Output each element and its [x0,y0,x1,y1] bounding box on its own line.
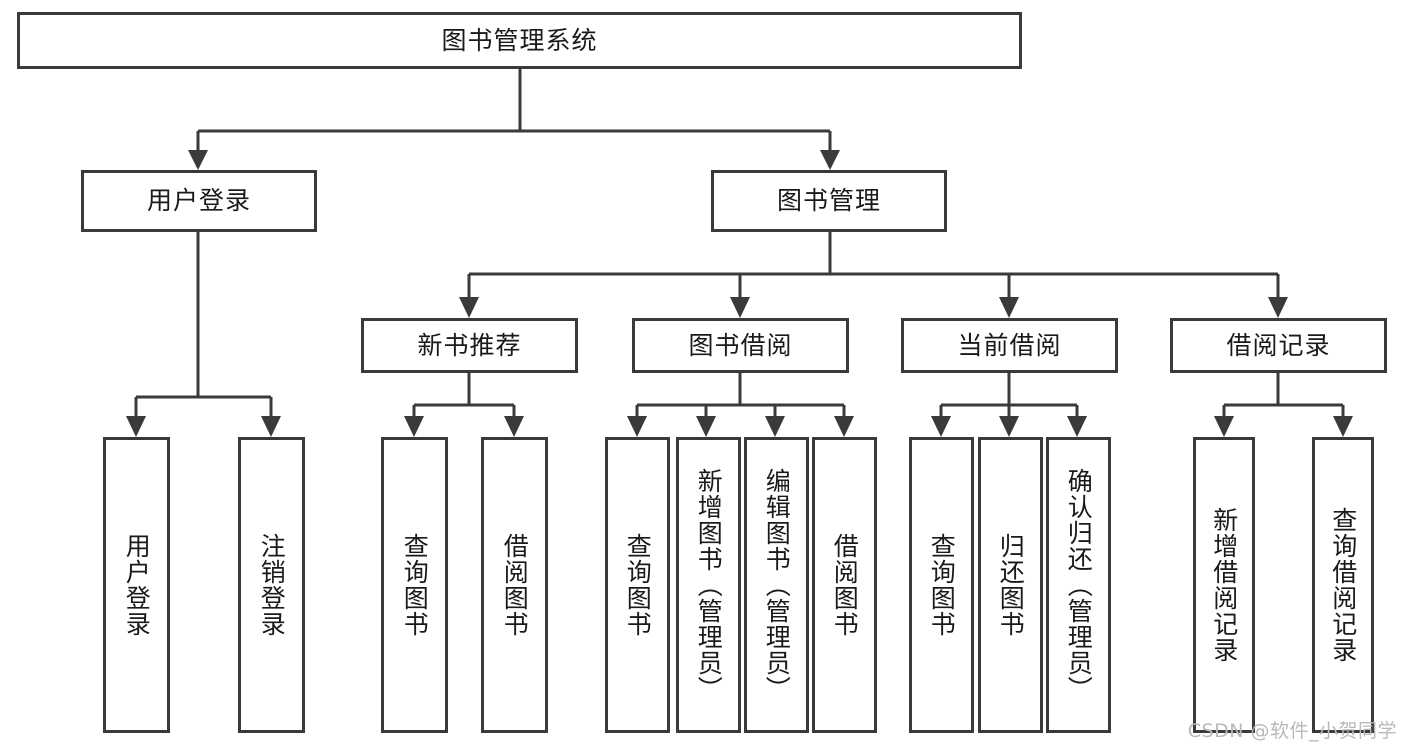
node-leaf-user-login[interactable]: 用户登录 [103,437,170,733]
node-leaf-query-book-2-label: 查询图书 [623,533,653,637]
node-new-book-recommend-label: 新书推荐 [417,330,522,360]
node-leaf-return-book-label: 归还图书 [996,533,1026,637]
node-leaf-add-record[interactable]: 新增借阅记录 [1193,437,1255,733]
node-leaf-query-book-1-label: 查询图书 [400,533,430,637]
node-leaf-query-book-2[interactable]: 查询图书 [605,437,670,733]
node-leaf-logout[interactable]: 注销登录 [238,437,305,733]
node-book-borrow-label: 图书借阅 [688,330,793,360]
node-root[interactable]: 图书管理系统 [17,12,1022,69]
node-leaf-query-record[interactable]: 查询借阅记录 [1312,437,1374,733]
node-book-management-label: 图书管理 [776,186,881,216]
node-leaf-borrow-book-2[interactable]: 借阅图书 [812,437,877,733]
node-leaf-query-book-1[interactable]: 查询图书 [381,437,448,733]
node-leaf-confirm-return[interactable]: 确认归还（管理员） [1046,437,1111,733]
node-book-management[interactable]: 图书管理 [711,170,947,232]
node-borrow-record-label: 借阅记录 [1226,330,1331,360]
node-leaf-add-book[interactable]: 新增图书（管理员） [676,437,741,733]
node-current-borrow-label: 当前借阅 [957,330,1062,360]
node-leaf-borrow-book-1[interactable]: 借阅图书 [481,437,548,733]
node-leaf-edit-book-label: 编辑图书（管理员） [762,468,792,702]
node-root-label: 图书管理系统 [441,25,598,55]
node-leaf-return-book[interactable]: 归还图书 [978,437,1043,733]
csdn-watermark: CSDN @软件_小贺同学 [1187,720,1397,742]
node-user-login[interactable]: 用户登录 [81,170,317,232]
node-borrow-record[interactable]: 借阅记录 [1170,318,1387,373]
node-leaf-borrow-book-1-label: 借阅图书 [500,533,530,637]
node-book-borrow[interactable]: 图书借阅 [632,318,849,373]
node-leaf-query-book-3[interactable]: 查询图书 [909,437,974,733]
node-user-login-label: 用户登录 [146,186,251,216]
node-current-borrow[interactable]: 当前借阅 [901,318,1118,373]
node-leaf-borrow-book-2-label: 借阅图书 [830,533,860,637]
node-leaf-query-record-label: 查询借阅记录 [1328,507,1358,663]
node-leaf-query-book-3-label: 查询图书 [927,533,957,637]
node-new-book-recommend[interactable]: 新书推荐 [361,318,578,373]
node-leaf-user-login-label: 用户登录 [122,533,152,637]
node-leaf-add-record-label: 新增借阅记录 [1209,507,1239,663]
node-leaf-logout-label: 注销登录 [257,533,287,637]
node-leaf-confirm-return-label: 确认归还（管理员） [1064,468,1094,702]
node-leaf-add-book-label: 新增图书（管理员） [694,468,724,702]
node-leaf-edit-book[interactable]: 编辑图书（管理员） [744,437,809,733]
